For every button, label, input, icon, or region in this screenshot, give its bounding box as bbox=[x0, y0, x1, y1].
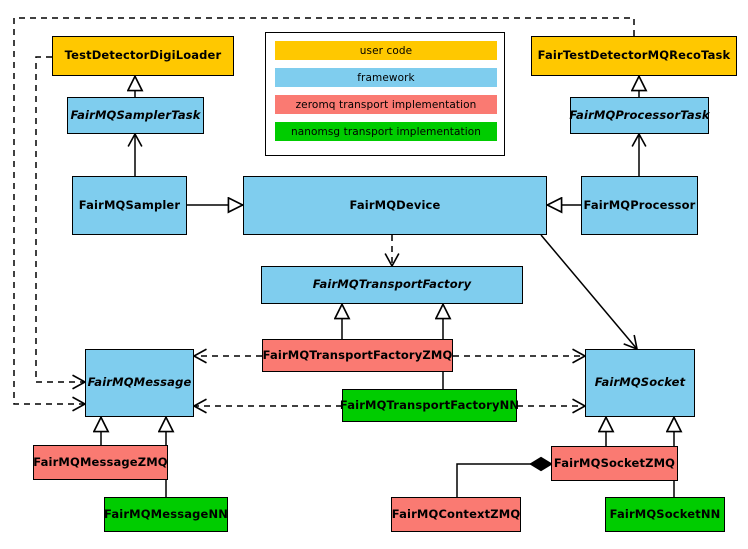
class-node-fair-mq-transport-factory-nn[interactable]: FairMQTransportFactoryNN bbox=[339, 389, 520, 422]
class-node-fair-test-detector-mq-reco-task[interactable]: FairTestDetectorMQRecoTask bbox=[531, 36, 737, 76]
class-node-fair-mq-message-zmq[interactable]: FairMQMessageZMQ bbox=[33, 445, 168, 480]
edge-socketzmq-composes-contextzmq bbox=[456, 464, 551, 497]
class-label: FairMQSamplerTask bbox=[70, 107, 201, 122]
class-node-fair-mq-processor[interactable]: FairMQProcessor bbox=[581, 176, 698, 235]
legend-label-zeromq: zeromq transport implementation bbox=[295, 98, 477, 111]
legend-item-nanomsg: nanomsg transport implementation bbox=[275, 122, 497, 141]
class-node-fair-mq-socket[interactable]: FairMQSocket bbox=[585, 349, 695, 417]
class-label: FairMQContextZMQ bbox=[391, 506, 521, 521]
class-node-fair-mq-sampler[interactable]: FairMQSampler bbox=[72, 176, 187, 235]
legend-label-user-code: user code bbox=[359, 44, 413, 57]
legend-item-user-code: user code bbox=[275, 41, 497, 60]
class-label: FairMQMessageNN bbox=[104, 506, 228, 521]
class-label: FairMQMessage bbox=[87, 375, 192, 390]
class-node-fair-mq-transport-factory-zmq[interactable]: FairMQTransportFactoryZMQ bbox=[262, 339, 453, 372]
class-node-fair-mq-message[interactable]: FairMQMessage bbox=[85, 349, 194, 417]
class-node-fair-mq-device[interactable]: FairMQDevice bbox=[243, 176, 547, 235]
class-label: FairMQTransportFactory bbox=[312, 277, 472, 292]
class-node-fair-mq-socket-nn[interactable]: FairMQSocketNN bbox=[605, 497, 725, 532]
legend-label-nanomsg: nanomsg transport implementation bbox=[290, 125, 482, 138]
class-label: FairTestDetectorMQRecoTask bbox=[537, 48, 731, 63]
legend-item-framework: framework bbox=[275, 68, 497, 87]
class-label: FairMQTransportFactoryZMQ bbox=[262, 347, 453, 362]
class-label: FairMQProcessor bbox=[583, 197, 696, 212]
legend-panel: user code framework zeromq transport imp… bbox=[265, 32, 505, 156]
class-node-fair-mq-processor-task[interactable]: FairMQProcessorTask bbox=[569, 97, 710, 134]
edge-device-uses-socket bbox=[540, 234, 637, 349]
class-node-fair-mq-context-zmq[interactable]: FairMQContextZMQ bbox=[391, 497, 521, 532]
class-label: FairMQTransportFactoryNN bbox=[339, 397, 520, 412]
class-label: FairMQSocketNN bbox=[609, 506, 721, 521]
legend-label-framework: framework bbox=[357, 71, 415, 84]
class-label: FairMQSocketZMQ bbox=[553, 455, 676, 470]
class-node-fair-mq-sampler-task[interactable]: FairMQSamplerTask bbox=[67, 97, 204, 134]
class-node-test-detector-digi-loader[interactable]: TestDetectorDigiLoader bbox=[52, 36, 234, 76]
legend-item-zeromq: zeromq transport implementation bbox=[275, 95, 497, 114]
class-label: FairMQDevice bbox=[349, 197, 441, 212]
class-node-fair-mq-transport-factory[interactable]: FairMQTransportFactory bbox=[261, 266, 523, 304]
class-label: FairMQProcessorTask bbox=[569, 107, 710, 122]
class-node-fair-mq-message-nn[interactable]: FairMQMessageNN bbox=[104, 497, 228, 532]
class-label: FairMQSampler bbox=[78, 197, 181, 212]
class-label: FairMQSocket bbox=[594, 375, 686, 390]
class-label: TestDetectorDigiLoader bbox=[64, 48, 222, 63]
class-label: FairMQMessageZMQ bbox=[33, 454, 168, 469]
class-node-fair-mq-socket-zmq[interactable]: FairMQSocketZMQ bbox=[551, 446, 678, 481]
